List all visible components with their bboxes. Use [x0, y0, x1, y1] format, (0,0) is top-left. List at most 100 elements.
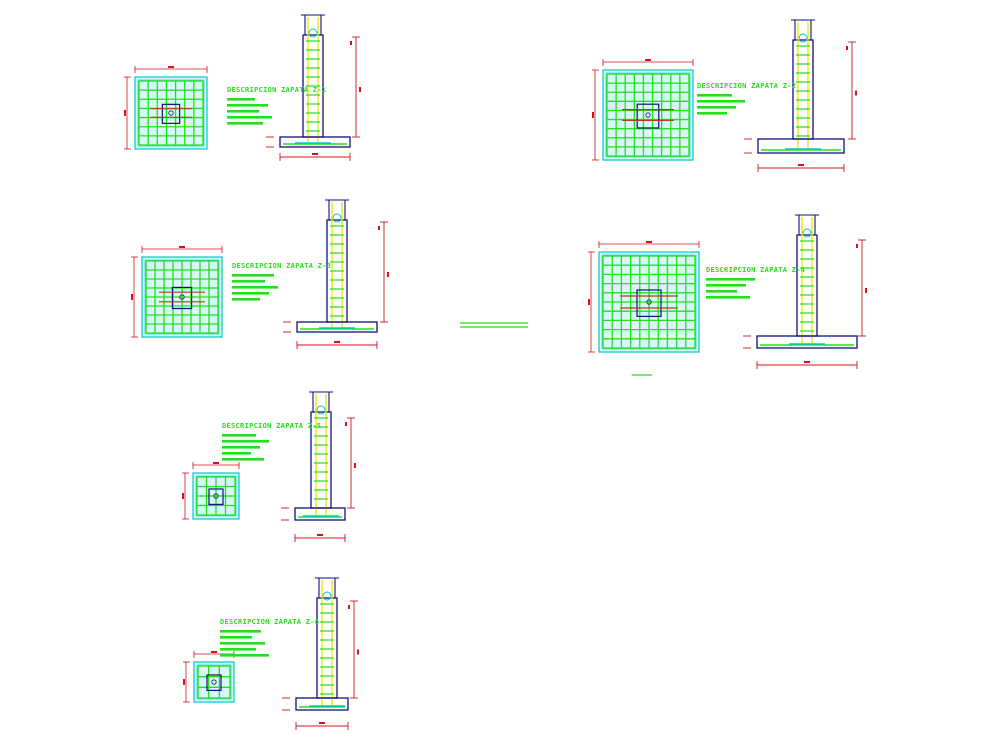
footing-title: DESCRIPCION ZAPATA Z-3	[232, 262, 331, 270]
footing-plan-z-1	[124, 66, 208, 150]
plan-dim-label-mark	[588, 299, 590, 305]
footing-title: DESCRIPCION ZAPATA Z-5	[222, 422, 321, 430]
elevation-splice-mark	[316, 405, 326, 415]
footing-note-line	[227, 110, 259, 113]
footing-description-z-1: DESCRIPCION ZAPATA Z-1	[227, 86, 326, 125]
elevation-dim-label-mark	[798, 164, 804, 166]
footing-plan-z-4	[588, 241, 700, 353]
plan-dim-label-mark	[645, 59, 651, 61]
elevation-footing-base	[756, 335, 858, 349]
plan-dim-label-mark	[124, 110, 126, 116]
plan-inner-outline	[605, 72, 691, 158]
elevation-dim-label-mark	[387, 272, 389, 277]
footing-note-line	[232, 292, 269, 295]
plan-inner-outline	[137, 79, 205, 147]
elevation-dim-label-mark	[317, 534, 323, 536]
elevation-splice-mark	[802, 228, 812, 238]
elevation-dim-label-mark	[348, 605, 350, 609]
footing-description-z-4: DESCRIPCION ZAPATA Z-4	[706, 266, 805, 299]
footing-note-line	[232, 298, 260, 301]
plan-column-center	[179, 294, 185, 300]
elevation-dim-label-mark	[378, 226, 380, 230]
footing-description-z-6: DESCRIPCION ZAPATA Z-6	[220, 618, 319, 657]
footing-note-line	[222, 446, 260, 449]
plan-dim-label-mark	[646, 241, 652, 243]
footing-note-line	[706, 296, 750, 299]
footing-plan-z-6	[183, 651, 235, 703]
elevation-dim-label-mark	[334, 341, 340, 343]
footing-note-line	[222, 434, 256, 437]
plan-dim-label-mark	[592, 112, 594, 118]
footing-note-line	[697, 106, 736, 109]
footing-elevation-z-6	[282, 577, 359, 730]
elevation-dim-label-mark	[865, 288, 867, 293]
footing-note-line	[222, 452, 251, 455]
footing-plan-z-3	[131, 246, 223, 338]
footing-description-z-3: DESCRIPCION ZAPATA Z-3	[232, 262, 331, 301]
elevation-footing-base	[294, 507, 346, 521]
footing-title: DESCRIPCION ZAPATA Z-2	[697, 82, 796, 90]
plan-column-outline	[636, 289, 662, 317]
plan-dim-label-mark	[211, 651, 217, 653]
elevation-splice-mark	[798, 33, 808, 43]
plan-inner-outline	[601, 254, 697, 350]
plan-dim-label-mark	[183, 679, 185, 685]
elevation-splice-mark	[332, 213, 342, 223]
plan-dim-label-mark	[213, 462, 219, 464]
footing-note-line	[227, 116, 272, 119]
footing-note-line	[227, 98, 255, 101]
elevation-dim-label-mark	[345, 422, 347, 426]
plan-column-outline	[636, 103, 660, 129]
footing-note-line	[706, 278, 755, 281]
footing-note-line	[222, 458, 264, 461]
footing-note-line	[697, 100, 745, 103]
footing-title: DESCRIPCION ZAPATA Z-4	[706, 266, 805, 274]
footing-title: DESCRIPCION ZAPATA Z-1	[227, 86, 326, 94]
elevation-dim-label-mark	[350, 41, 352, 45]
plan-outline	[602, 69, 694, 161]
elevation-splice-mark	[308, 28, 318, 38]
plan-dim-label-mark	[131, 294, 133, 300]
footing-elevation-z-2	[744, 19, 857, 172]
footing-title: DESCRIPCION ZAPATA Z-6	[220, 618, 319, 626]
plan-column-center	[646, 299, 652, 305]
elevation-dim-label-mark	[312, 153, 318, 155]
plan-dim-label-mark	[168, 66, 174, 68]
plan-inner-outline	[196, 664, 232, 700]
plan-column-center	[213, 493, 219, 499]
footing-note-line	[697, 112, 727, 115]
footing-note-line	[220, 636, 252, 639]
plan-inner-outline	[144, 259, 220, 335]
footing-description-z-5: DESCRIPCION ZAPATA Z-5	[222, 422, 321, 461]
plan-column-outline	[208, 488, 224, 505]
stray-line-center	[460, 322, 528, 328]
elevation-dim-label-mark	[855, 90, 857, 96]
elevation-footing-base	[295, 697, 349, 711]
elevation-dim-label-mark	[357, 649, 359, 655]
footing-elevation-z-1	[266, 14, 361, 161]
elevation-dim-label-mark	[804, 361, 810, 363]
footing-note-line	[220, 630, 261, 633]
footing-note-line	[232, 280, 265, 283]
footing-plan-z-2	[592, 59, 694, 161]
elevation-splice-mark	[322, 591, 332, 601]
plan-outline	[193, 661, 235, 703]
plan-column-outline	[161, 103, 181, 124]
footing-note-line	[227, 122, 263, 125]
footing-note-line	[220, 654, 269, 657]
footing-note-line	[232, 286, 278, 289]
elevation-footing-base	[757, 138, 845, 154]
footing-elevation-z-4	[743, 214, 867, 369]
footing-note-line	[227, 104, 268, 107]
footing-note-line	[220, 648, 256, 651]
footing-elevations-layer	[266, 14, 867, 730]
elevation-footing-base	[279, 136, 351, 148]
plan-inner-outline	[195, 475, 237, 517]
plan-outline	[134, 76, 208, 150]
footing-note-line	[697, 94, 732, 97]
footing-plans-layer	[124, 59, 700, 703]
elevation-dim-label-mark	[846, 46, 848, 50]
footing-note-line	[222, 440, 269, 443]
